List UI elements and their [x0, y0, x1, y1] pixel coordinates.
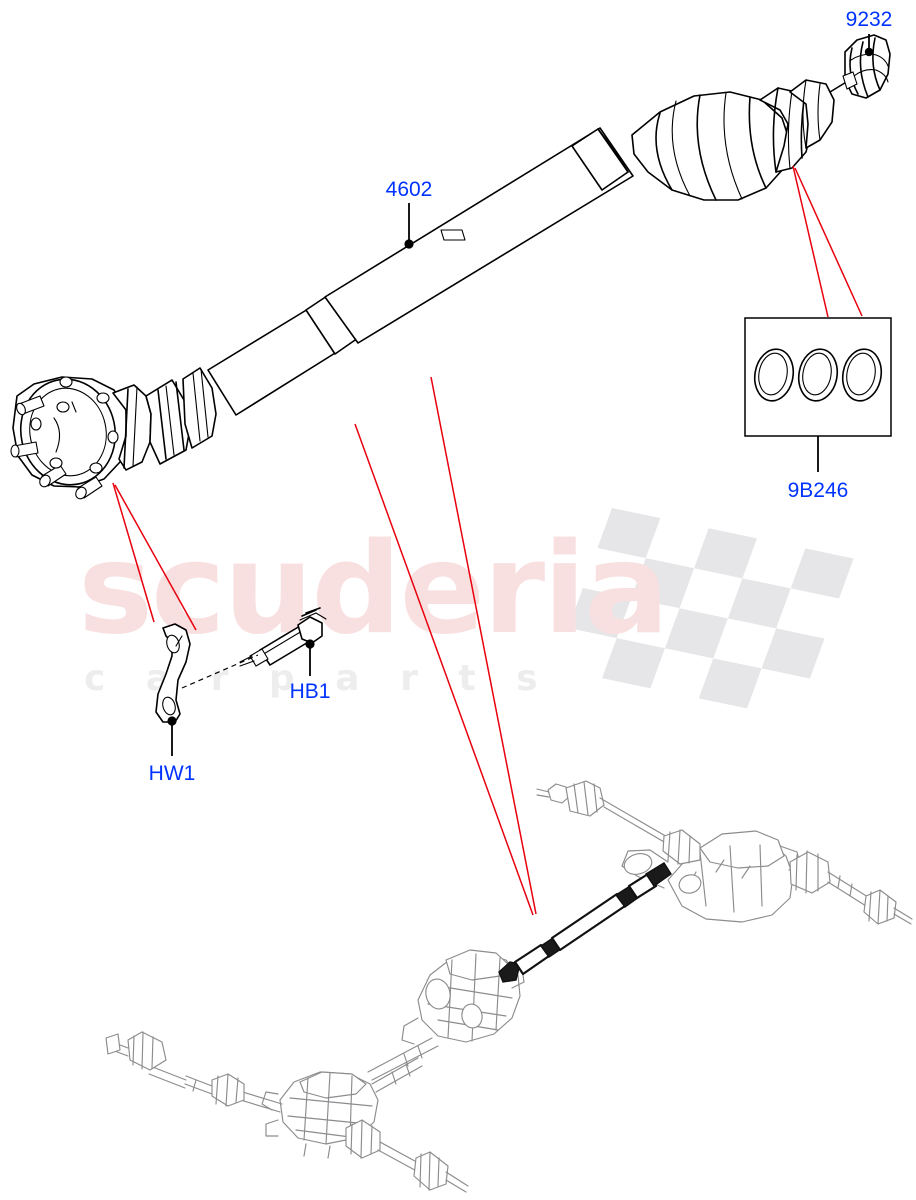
front-halfshaft-left-ghost	[105, 1031, 283, 1113]
small-parts-group	[155, 607, 327, 723]
callout-HB1-dot	[305, 639, 315, 649]
callout-9B246-label: 9B246	[788, 479, 849, 502]
red-leader-context-b	[430, 376, 537, 915]
propshaft-assembly-main	[10, 69, 867, 500]
callout-HB1-label: HB1	[290, 680, 331, 703]
red-leader-lines	[112, 165, 863, 916]
cv-joint-boot-right	[631, 69, 867, 201]
callout-4602-dot	[404, 239, 414, 249]
flange-yoke-left	[10, 376, 152, 500]
circlip-ring	[842, 34, 891, 99]
checkered-flag-icon	[568, 508, 854, 709]
propshaft-tube-upper	[324, 127, 634, 344]
assembly-dash-line	[181, 654, 259, 689]
flange-bolt-studs	[10, 376, 119, 500]
callout-9B246[interactable]: 9B246	[788, 436, 849, 502]
vehicle-driveline-context	[105, 780, 913, 1193]
red-leader-cv-to-inset-a	[792, 165, 829, 318]
callout-HB1[interactable]: HB1	[290, 639, 331, 703]
o-ring-2	[797, 348, 839, 402]
retainer-strap	[155, 623, 191, 723]
o-ring-inset	[744, 317, 892, 437]
red-leader-cv-to-inset-b	[794, 167, 863, 317]
shaft-bearing-section-left	[145, 367, 217, 465]
bolt	[239, 607, 327, 667]
rear-halfshaft-right-ghost	[789, 850, 913, 925]
callout-9232-dot	[864, 47, 874, 57]
red-leader-yoke-a	[112, 482, 155, 623]
callout-9232[interactable]: 9232	[846, 8, 893, 57]
balance-weight-tab	[440, 229, 466, 241]
callout-HW1[interactable]: HW1	[149, 716, 196, 785]
callout-9232-label: 9232	[846, 8, 893, 31]
callout-4602[interactable]: 4602	[386, 178, 433, 249]
red-leader-yoke-b	[114, 484, 197, 631]
transfer-case-ghost	[401, 949, 525, 1045]
o-ring-3	[841, 348, 883, 402]
front-halfshaft-right-ghost	[345, 1119, 469, 1193]
callout-HW1-dot	[167, 716, 177, 726]
watermark-layer: scuderia c a r p a r t s	[78, 508, 854, 709]
rear-halfshaft-left-ghost	[536, 780, 701, 865]
callout-HW1-label: HW1	[149, 762, 196, 785]
transfercase-output-ghost	[367, 1037, 439, 1081]
callout-4602-label: 4602	[386, 178, 433, 201]
o-ring-1	[753, 348, 795, 402]
shaft-collar-upper	[571, 128, 629, 191]
front-diff-input-ghost	[371, 1057, 423, 1093]
highlighted-propshaft-context	[498, 862, 672, 983]
red-leader-context-a	[354, 423, 534, 916]
